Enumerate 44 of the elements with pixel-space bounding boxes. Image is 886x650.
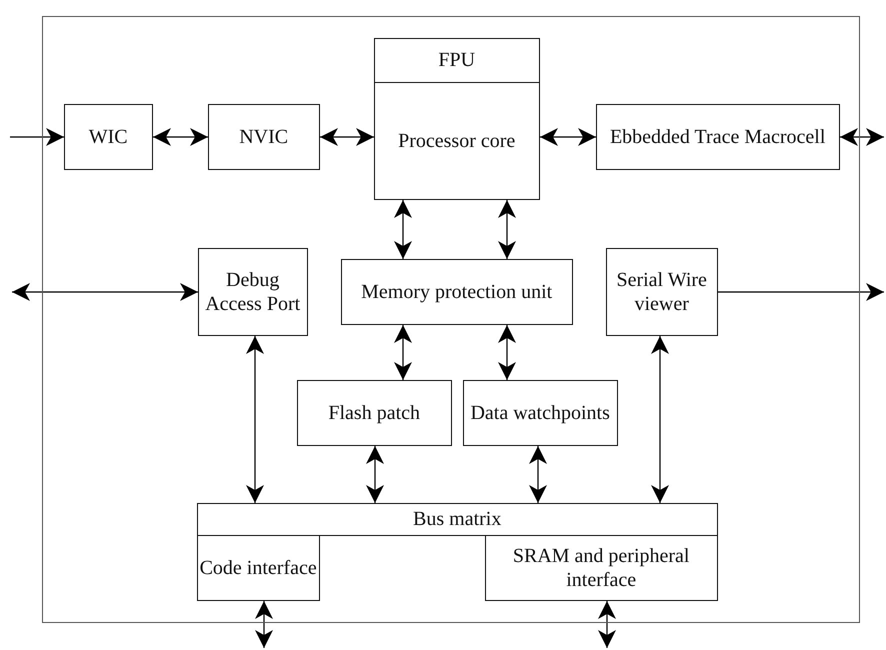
block-box [374,38,540,83]
block-box [196,502,718,536]
block-label: Ebbedded Trace Macrocell [610,124,826,149]
arrow [394,200,412,259]
block-box [196,534,320,601]
arrow [153,128,208,146]
block-box [208,104,320,170]
arrow [651,336,669,503]
arrow [12,283,198,301]
block-label: SRAM and peripheral interface [512,544,690,592]
arrow [840,128,884,146]
block-label: Memory protection unit [361,280,552,304]
arrow [498,325,516,380]
block-box [64,104,153,170]
arrow [529,446,547,503]
block-box [296,380,452,446]
arrow [718,283,884,301]
block-label: NVIC [239,124,288,149]
block-label: Serial Wire viewer [615,268,708,316]
block-box [484,534,718,601]
block-label: Code interface [200,556,317,580]
arrow [10,128,64,146]
arrow [366,446,384,503]
block-label: WIC [88,124,128,149]
block-box [606,248,718,336]
arrow [246,336,264,503]
block-label: Debug Access Port [204,268,302,316]
block-label: Flash patch [328,400,420,425]
arrow [394,325,412,380]
block-box [340,258,573,325]
arrow [598,601,616,648]
block-box [596,104,840,170]
block-label: Bus matrix [413,507,502,532]
block-label: Data watchpoints [470,400,610,425]
block-box [198,248,308,336]
chip-outline [42,16,860,623]
arrow [320,128,374,146]
block-label: Processor core [398,128,516,153]
arrow [255,601,273,648]
block-box [462,380,618,446]
block-box [374,82,540,200]
block-label: FPU [438,48,476,72]
arrow [540,128,596,146]
arrow [498,200,516,259]
